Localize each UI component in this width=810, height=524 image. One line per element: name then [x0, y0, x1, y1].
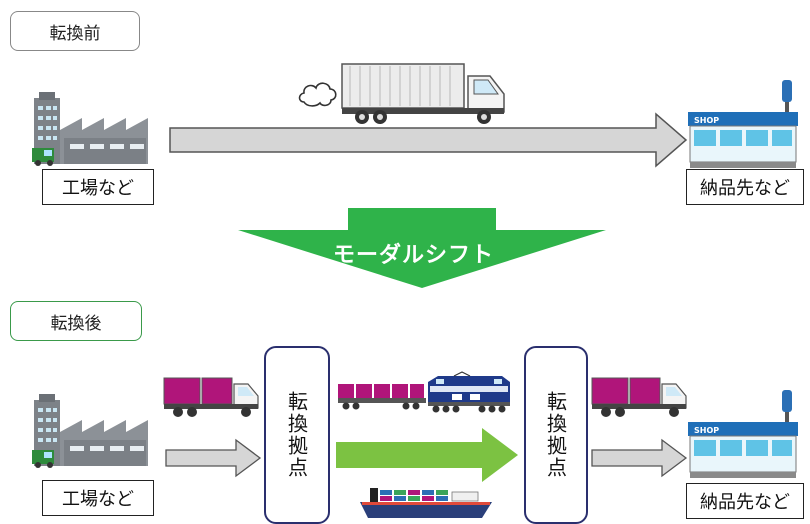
before-gray-arrow — [169, 112, 688, 168]
shop-sign: SHOP — [694, 426, 719, 435]
factory-icon — [32, 394, 148, 468]
shop-icon: SHOP — [688, 80, 798, 168]
after-dest-text: 納品先など — [700, 492, 790, 513]
shop-icon: SHOP — [688, 390, 798, 478]
after-tag-label: 転換後 — [50, 313, 102, 334]
shop-sign: SHOP — [694, 116, 719, 125]
modal-shift-label: モーダルシフト — [333, 243, 495, 268]
before-tag-label: 転換前 — [49, 23, 101, 44]
before-dest-label: 納品先など — [686, 169, 804, 205]
before-dest-text: 納品先など — [700, 178, 790, 199]
transfer-hub-right: 転換拠点 — [524, 346, 588, 524]
after-origin-text: 工場など — [62, 489, 134, 510]
transfer-hub-right-label: 転換拠点 — [543, 391, 568, 479]
truck-icon — [341, 63, 505, 124]
exhaust-cloud-icon — [298, 82, 337, 107]
modal-shift-banner — [238, 208, 606, 288]
truck-icon — [163, 377, 259, 417]
gray-arrow-to-dest — [591, 438, 688, 478]
ship-icon — [360, 488, 492, 518]
green-arrow — [336, 428, 518, 482]
transfer-hub-left: 転換拠点 — [264, 346, 330, 524]
before-origin-text: 工場など — [62, 178, 134, 199]
truck-icon — [591, 377, 687, 417]
after-tag: 転換後 — [10, 301, 142, 341]
before-tag: 転換前 — [10, 11, 140, 51]
factory-icon — [32, 92, 148, 166]
after-origin-label: 工場など — [42, 480, 154, 516]
train-icon — [338, 371, 510, 413]
after-dest-label: 納品先など — [686, 483, 804, 519]
gray-arrow-to-hub — [165, 438, 262, 478]
before-origin-label: 工場など — [42, 169, 154, 205]
transfer-hub-left-label: 転換拠点 — [284, 391, 309, 479]
